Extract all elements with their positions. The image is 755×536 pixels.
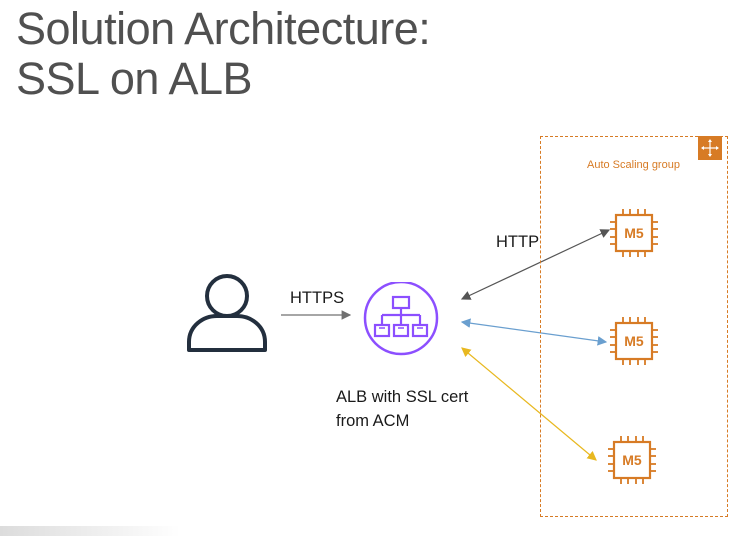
alb-caption: ALB with SSL cert from ACM [336, 385, 468, 433]
https-label: HTTPS [290, 289, 345, 307]
instance-type-label: M5 [624, 225, 644, 241]
instance-type-label: M5 [622, 452, 642, 468]
ec2-instance-2: M5 [608, 315, 660, 367]
title-line-2: SSL on ALB [16, 53, 253, 104]
ec2-instance-icon [610, 317, 658, 365]
http-label: HTTP [496, 233, 540, 251]
auto-scaling-group-label: Auto Scaling group [587, 159, 680, 171]
ec2-instance-icon [608, 436, 656, 484]
title-line-1: Solution Architecture: [16, 3, 431, 54]
auto-scaling-icon [698, 136, 722, 160]
alb-caption-line-2: from ACM [336, 412, 410, 430]
slide-title: Solution Architecture: SSL on ALB [16, 3, 431, 104]
instance-type-label: M5 [624, 333, 644, 349]
http-arrow-3 [461, 347, 597, 461]
slide-footer-shade [0, 526, 180, 536]
ec2-instance-1: M5 [608, 207, 660, 259]
ec2-instance-3: M5 [606, 434, 658, 486]
alb-caption-line-1: ALB with SSL cert [336, 388, 469, 406]
ec2-instance-icon [610, 209, 658, 257]
user-icon [183, 270, 271, 359]
auto-scaling-group-boundary [540, 136, 728, 517]
application-load-balancer-icon [360, 280, 442, 369]
http-arrow-1 [460, 229, 611, 300]
http-arrow-2 [460, 318, 608, 346]
